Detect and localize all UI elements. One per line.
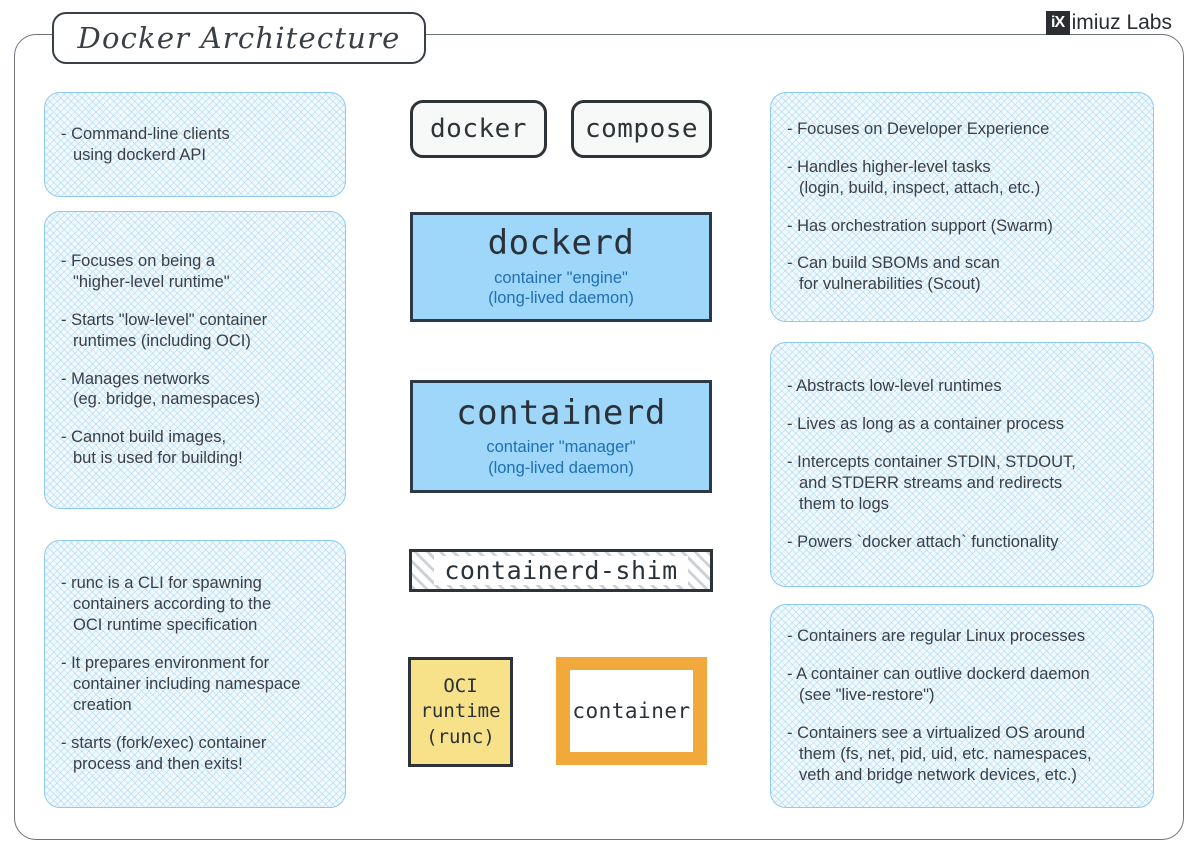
- note-list: - Focuses on being a "higher-level runti…: [61, 251, 329, 470]
- note-item: - Can build SBOMs and scan for vulnerabi…: [787, 254, 1000, 294]
- diagram-title-chip: Docker Architecture: [52, 12, 426, 64]
- node-dockerd[interactable]: dockerd container "engine" (long-lived d…: [410, 212, 712, 322]
- note-item: - Starts "low-level" container runtimes …: [61, 310, 268, 350]
- note-list: - Focuses on Developer Experience - Hand…: [787, 119, 1137, 296]
- note-list: - Abstracts low-level runtimes - Lives a…: [787, 376, 1137, 553]
- note-item: - A container can outlive dockerd daemon…: [787, 665, 1090, 705]
- note-shim-right: - Abstracts low-level runtimes - Lives a…: [770, 342, 1154, 587]
- note-item: - Powers `docker attach` functionality: [787, 532, 1059, 551]
- note-item: - Command-line clients using dockerd API: [61, 124, 230, 164]
- node-label: containerd: [456, 392, 666, 433]
- node-label: container: [572, 699, 691, 723]
- node-label: OCI runtime (runc): [420, 674, 501, 748]
- note-item: - Handles higher-level tasks (login, bui…: [787, 157, 1041, 197]
- node-container[interactable]: container: [556, 657, 707, 765]
- note-item: - runc is a CLI for spawning containers …: [61, 574, 272, 635]
- node-label: dockerd: [487, 223, 635, 264]
- note-list: - Containers are regular Linux processes…: [787, 626, 1137, 786]
- note-dockerd-right: - Focuses on Developer Experience - Hand…: [770, 92, 1154, 322]
- note-item: - It prepares environment for container …: [61, 654, 301, 714]
- note-container-right: - Containers are regular Linux processes…: [770, 604, 1154, 808]
- iximiuz-mark-icon: iX: [1045, 11, 1070, 35]
- node-oci-runtime-runc[interactable]: OCI runtime (runc): [408, 657, 513, 767]
- node-label: containerd-shim: [434, 556, 688, 585]
- note-list: - runc is a CLI for spawning containers …: [61, 573, 329, 775]
- note-dockerd-left: - Focuses on being a "higher-level runti…: [44, 211, 346, 509]
- note-item: - Intercepts container STDIN, STDOUT, an…: [787, 453, 1076, 513]
- note-item: - starts (fork/exec) container process a…: [61, 733, 267, 773]
- note-cli-clients: - Command-line clients using dockerd API: [44, 92, 346, 197]
- note-item: - Containers see a virtualized OS around…: [787, 724, 1092, 784]
- note-item: - Focuses on Developer Experience: [787, 119, 1050, 138]
- note-list: - Command-line clients using dockerd API: [61, 124, 329, 166]
- note-runc-left: - runc is a CLI for spawning containers …: [44, 540, 346, 808]
- note-item: - Has orchestration support (Swarm): [787, 216, 1053, 235]
- node-containerd-shim[interactable]: containerd-shim: [409, 549, 713, 592]
- node-containerd[interactable]: containerd container "manager" (long-liv…: [410, 380, 712, 493]
- node-sublabel-2: (long-lived daemon): [488, 458, 634, 477]
- node-label: compose: [584, 114, 699, 144]
- note-item: - Cannot build images, but is used for b…: [61, 428, 243, 468]
- node-label: docker: [430, 114, 527, 144]
- node-sublabel-2: (long-lived daemon): [488, 289, 634, 308]
- note-item: - Abstracts low-level runtimes: [787, 377, 1002, 396]
- brand-logo: iX imiuz Labs: [1045, 9, 1172, 37]
- brand-name: imiuz Labs: [1071, 11, 1172, 34]
- node-docker-cli[interactable]: docker: [410, 100, 547, 158]
- node-compose-cli[interactable]: compose: [571, 100, 712, 158]
- note-item: - Lives as long as a container process: [787, 415, 1064, 434]
- note-item: - Manages networks (eg. bridge, namespac…: [61, 369, 261, 409]
- node-sublabel-1: container "manager": [486, 438, 636, 457]
- note-item: - Containers are regular Linux processes: [787, 627, 1086, 646]
- page-title: Docker Architecture: [77, 21, 401, 55]
- node-sublabel-1: container "engine": [494, 268, 628, 287]
- note-item: - Focuses on being a "higher-level runti…: [61, 251, 230, 291]
- container-inner: container: [569, 669, 694, 753]
